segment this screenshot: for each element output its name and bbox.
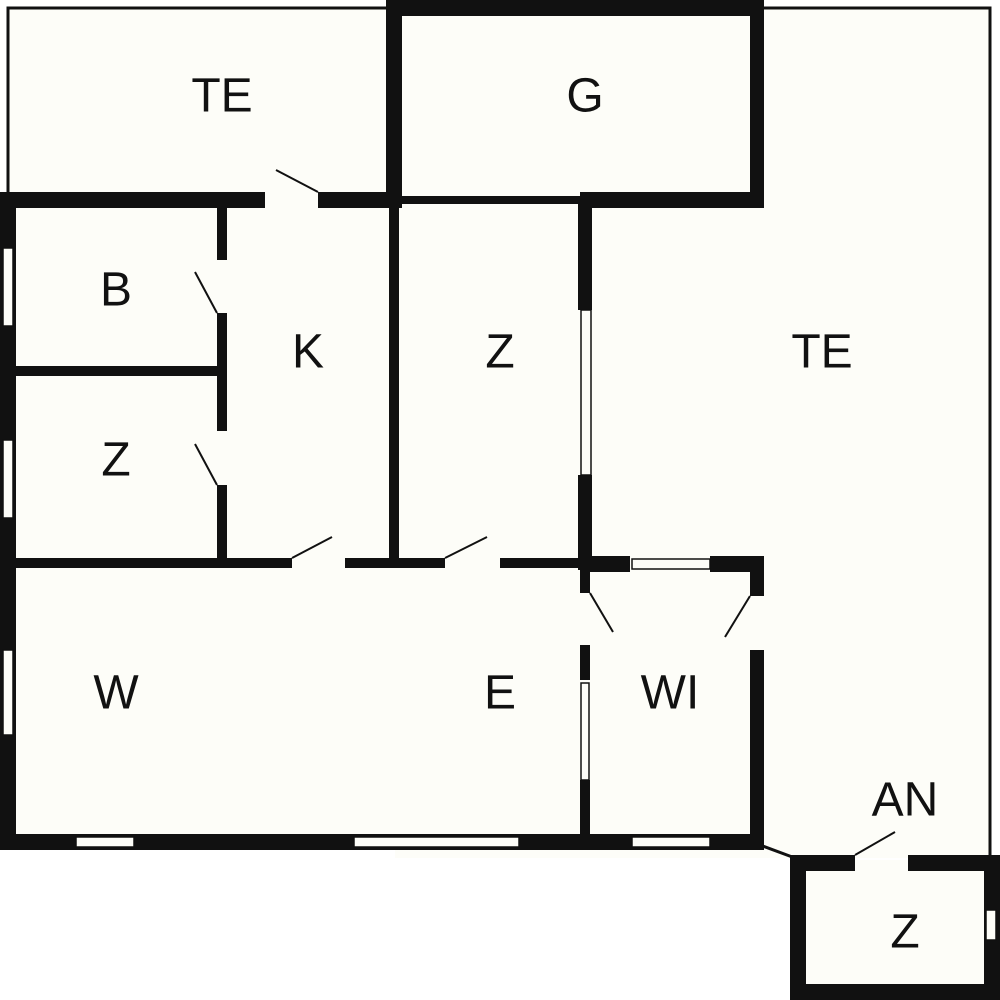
room-label-bedroom-annex: Z [890, 906, 919, 959]
room-label-annex: AN [872, 774, 939, 827]
room-label-garage: G [566, 70, 603, 123]
room-label-kitchen: K [292, 326, 324, 379]
doors [194, 169, 896, 856]
floor-fill [8, 8, 990, 990]
room-label-bedroom-center: Z [485, 326, 514, 379]
terrace-outline [6, 6, 992, 860]
room-label-living: W [93, 667, 139, 720]
windows [2, 247, 997, 941]
room-label-bedroom-left: Z [101, 434, 130, 487]
room-label-dining: E [484, 667, 516, 720]
room-label-walk-in: WI [641, 667, 700, 720]
room-label-terrace-top: TE [191, 70, 252, 123]
room-label-bathroom: B [100, 264, 132, 317]
room-label-terrace-right: TE [791, 326, 852, 379]
room-labels: TE G B K Z TE Z W E WI AN Z [93, 70, 938, 959]
